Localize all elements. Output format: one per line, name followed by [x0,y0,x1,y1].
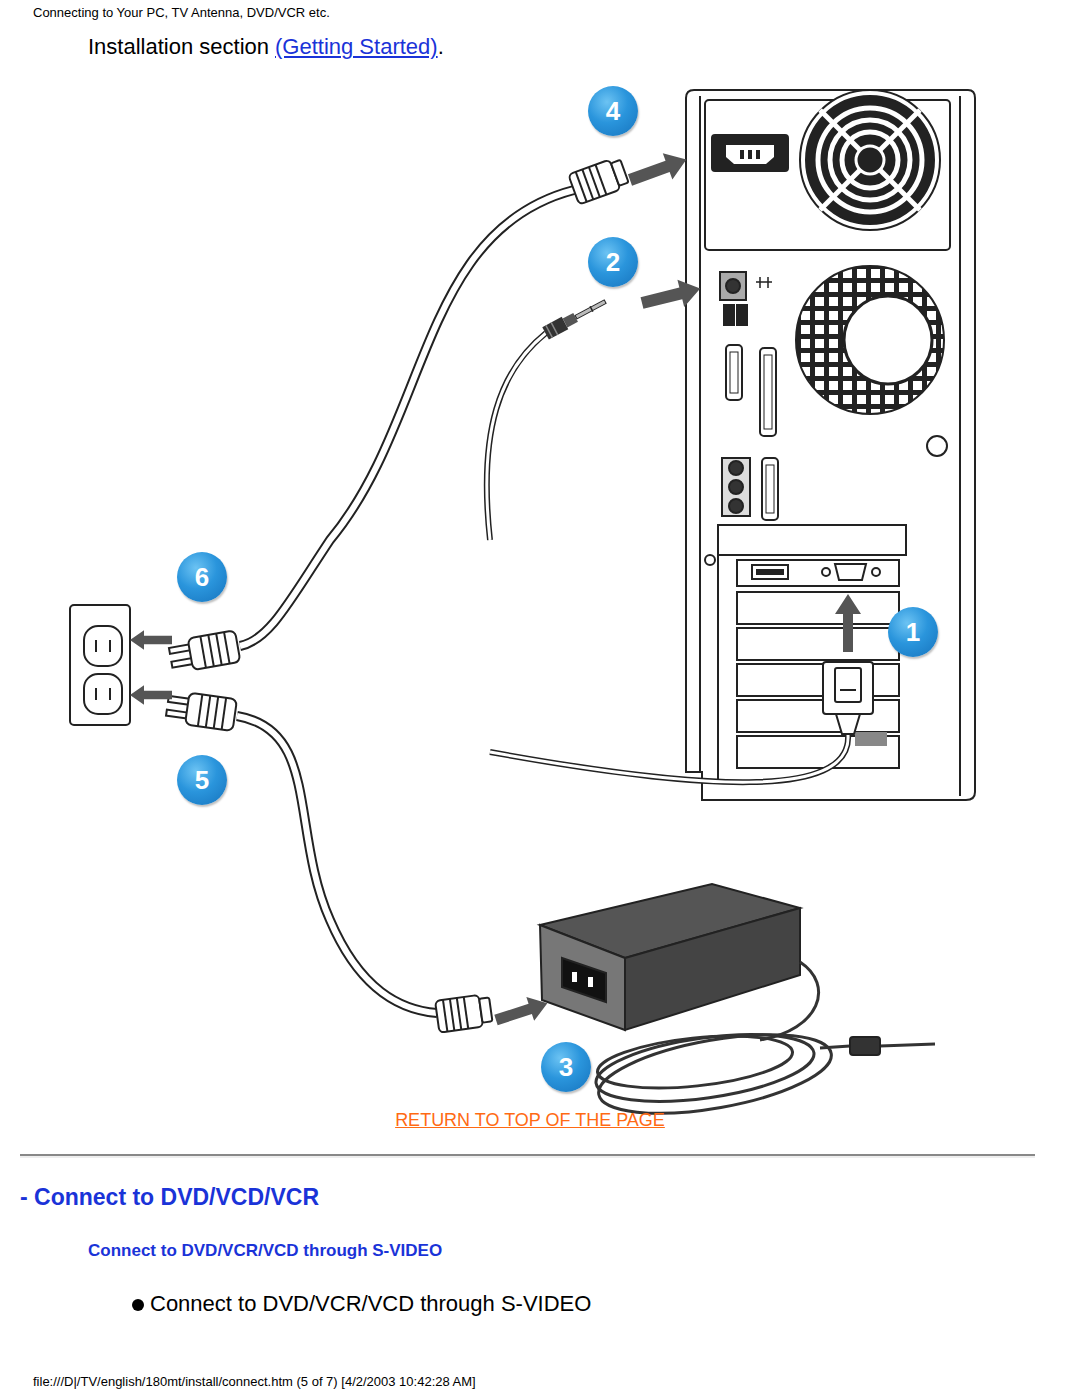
callout-circle: 2 [588,237,638,287]
vga-plug [823,662,873,734]
callout-number: 6 [195,564,209,590]
horizontal-rule [20,1157,1035,1158]
callout-circle: 6 [177,552,227,602]
callout-number: 5 [195,767,209,793]
mains-plug [168,630,241,673]
return-link: RETURN TO TOP OF THE PAGE [395,1110,665,1131]
sub-heading-link: Connect to DVD/VCR/VCD through S-VIDEO [88,1241,442,1261]
section-heading: - Connect to DVD/VCD/VCR [20,1184,319,1210]
page-header: Connecting to Your PC, TV Antenna, DVD/V… [33,6,330,21]
callout-number: 2 [606,249,620,275]
bullet-item: Connect to DVD/VCR/VCD through S-VIDEO [150,1291,591,1316]
page-footer: file:///D|/TV/english/180mt/install/conn… [33,1375,476,1390]
callout-number: 1 [906,619,920,645]
power-plug [568,156,630,205]
audio-plug [542,295,609,339]
text-line: Installation section(Getting Started). [88,34,444,59]
insert-arrows [130,146,861,1032]
callout-number: 4 [606,98,620,124]
punctuation: . [438,34,444,59]
wall-outlet [70,605,130,725]
mains-plug [165,690,237,731]
power-plug [435,994,493,1033]
section-text: Installation section [88,34,269,59]
callout-circle: 5 [177,755,227,805]
callout-number: 3 [559,1054,573,1080]
horizontal-rule [20,1154,1035,1156]
link-text: (Getting Started) [275,34,438,59]
callout-circle: 1 [888,607,938,657]
cables [237,190,848,1013]
bullet [132,1299,144,1311]
power-adapter [540,884,935,1128]
computer-tower [686,90,975,800]
callout-circle: 3 [541,1042,591,1092]
callout-circle: 4 [588,86,638,136]
